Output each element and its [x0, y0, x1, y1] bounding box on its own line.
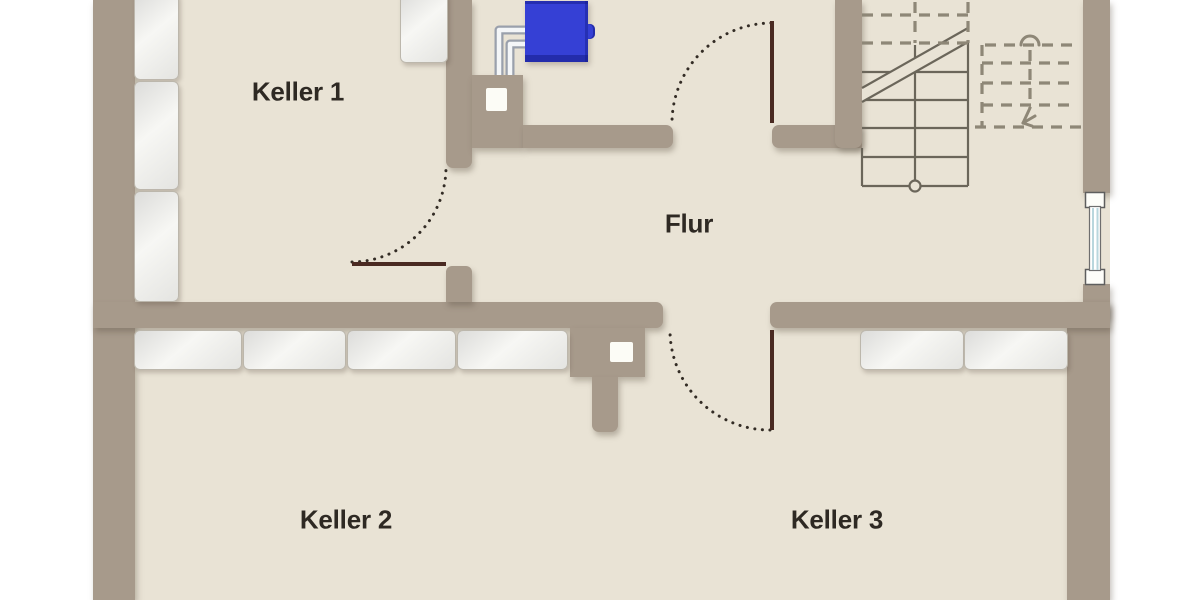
boiler-connector [588, 24, 595, 39]
insulation-block [457, 330, 568, 370]
wall-middle-right-segment [770, 302, 1110, 328]
insulation-block [860, 330, 964, 370]
wall-boiler-room-south-left [523, 125, 673, 148]
wall-outer-left [93, 0, 135, 600]
flue-niche [486, 88, 507, 111]
room-label-keller3: Keller 3 [790, 504, 884, 535]
insulation-block [134, 0, 179, 80]
insulation-block [134, 330, 242, 370]
wall-keller1-right [446, 0, 472, 168]
chimney-niche [610, 342, 633, 362]
wall-stairwell-left [835, 0, 862, 148]
heating-boiler [525, 1, 588, 62]
insulation-block [134, 81, 179, 190]
insulation-block [347, 330, 456, 370]
wall-keller1-door-stub [446, 266, 472, 302]
room-label-keller1: Keller 1 [251, 76, 345, 107]
wall-outer-right-lower [1067, 302, 1110, 600]
wall-boiler-room-pier [472, 75, 523, 148]
wall-keller2-stub [592, 377, 618, 432]
wall-keller2-chimney-block [570, 328, 645, 377]
room-label-keller2: Keller 2 [299, 504, 393, 535]
radiator-block [400, 0, 448, 63]
insulation-block [243, 330, 346, 370]
wall-outer-right-upper [1083, 0, 1110, 193]
room-label-flur: Flur [664, 208, 714, 239]
insulation-block [964, 330, 1068, 370]
wall-middle-left-segment [93, 302, 663, 328]
insulation-block [134, 191, 179, 302]
floor-area [93, 0, 1110, 600]
